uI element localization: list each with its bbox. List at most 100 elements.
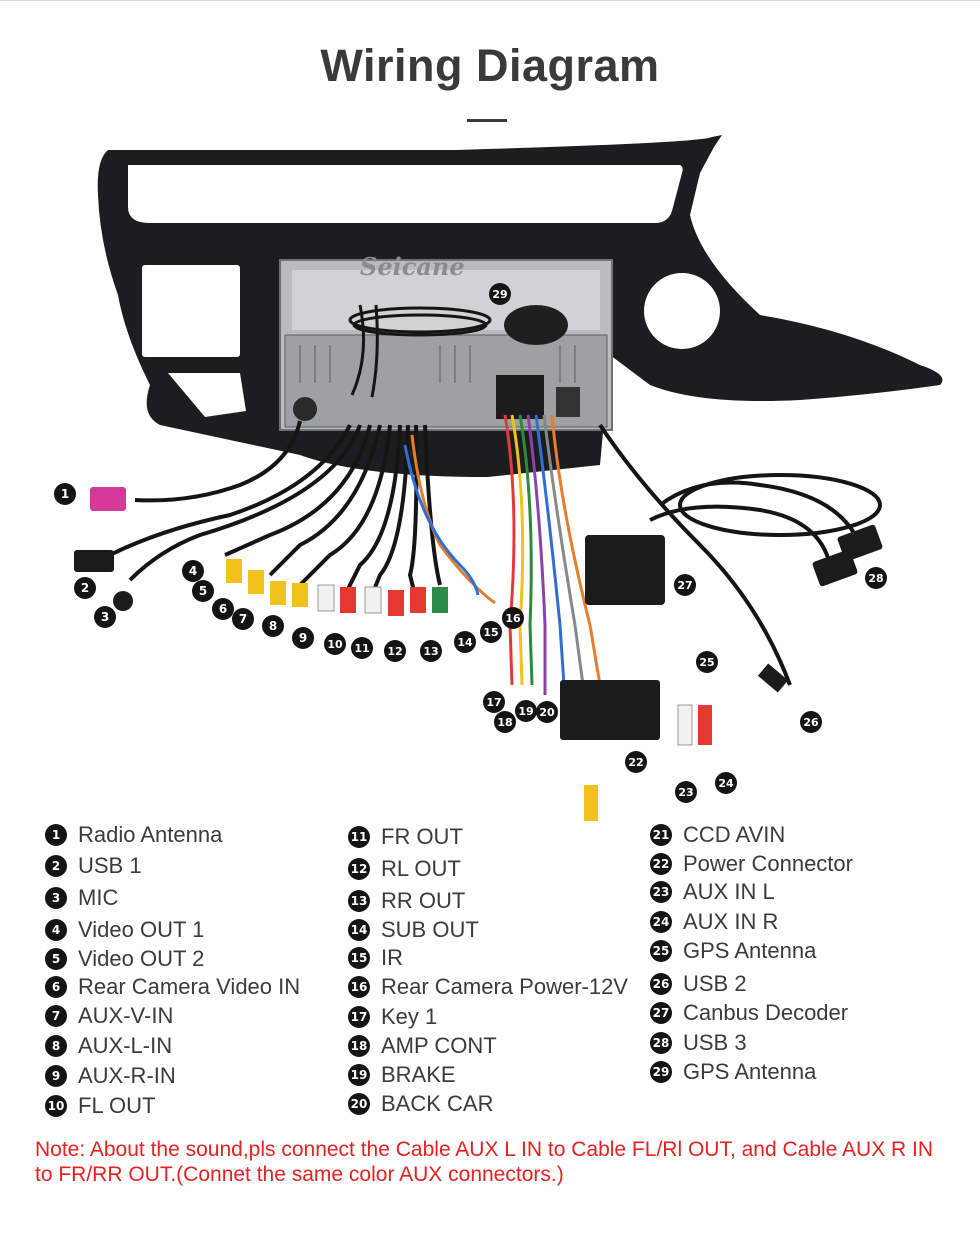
legend-number: 8 <box>45 1035 67 1057</box>
title-underline <box>467 119 507 122</box>
marker-19-badge <box>515 700 537 722</box>
legend-number: 15 <box>348 947 370 969</box>
marker-29-label: 29 <box>492 288 507 301</box>
marker-7: 7 <box>232 608 254 630</box>
marker-17-badge <box>483 691 505 713</box>
marker-9-label: 9 <box>299 631 307 645</box>
marker-11-badge <box>351 637 373 659</box>
marker-22: 22 <box>625 751 647 773</box>
marker-2-label: 2 <box>81 581 89 595</box>
legend-label: IR <box>381 945 403 970</box>
marker-17-label: 17 <box>486 696 501 709</box>
marker-1: 1 <box>54 483 76 505</box>
legend-number: 19 <box>348 1064 370 1086</box>
marker-4-label: 4 <box>189 564 197 578</box>
top-divider <box>0 0 980 1</box>
legend-number: 9 <box>45 1065 67 1087</box>
marker-14-badge <box>454 631 476 653</box>
harness-connector <box>496 375 544 419</box>
marker-10-label: 10 <box>327 638 343 651</box>
legend-label: BRAKE <box>381 1062 456 1087</box>
usb2-plug <box>757 663 789 693</box>
legend-number: 27 <box>650 1002 672 1024</box>
legend-label: USB 2 <box>683 971 747 996</box>
usb3-plug-b <box>812 549 858 587</box>
legend-number: 18 <box>348 1035 370 1057</box>
dash-left-opening <box>142 265 240 357</box>
legend-number: 17 <box>348 1006 370 1028</box>
marker-24-badge <box>715 772 737 794</box>
marker-26: 26 <box>800 711 822 733</box>
legend-label: RL OUT <box>381 856 461 881</box>
legend-number: 3 <box>45 887 67 909</box>
legend-label: USB 3 <box>683 1030 747 1055</box>
marker-5-badge <box>192 580 214 602</box>
legend-label: Radio Antenna <box>78 822 223 847</box>
legend-item-17: 17 Key 1 <box>348 1004 437 1030</box>
marker-4: 4 <box>182 560 204 582</box>
marker-27: 27 <box>674 574 696 596</box>
legend-item-15: 15 IR <box>348 945 403 971</box>
legend-label: BACK CAR <box>381 1091 494 1116</box>
legend-label: USB 1 <box>78 853 142 878</box>
marker-1-badge <box>54 483 76 505</box>
marker-25-label: 25 <box>699 656 714 669</box>
marker-16-label: 16 <box>505 612 521 625</box>
legend-number: 26 <box>650 973 672 995</box>
legend-label: FL OUT <box>78 1093 156 1118</box>
legend-number: 29 <box>650 1061 672 1083</box>
legend-number: 12 <box>348 858 370 880</box>
power-connector-block <box>560 680 660 740</box>
marker-12: 12 <box>384 640 406 662</box>
canbus-decoder-box <box>585 535 665 605</box>
marker-8-badge <box>262 615 284 637</box>
legend-number: 20 <box>348 1093 370 1115</box>
legend-item-27: 27 Canbus Decoder <box>650 1000 848 1026</box>
legend-item-26: 26 USB 2 <box>650 971 747 997</box>
diagram-markers: 1234567891011121314151617181920212223242… <box>54 283 887 803</box>
rca-white-red <box>317 584 448 616</box>
usb1-plug <box>74 550 114 572</box>
marker-2-badge <box>74 577 96 599</box>
legend-label: FR OUT <box>381 824 463 849</box>
radio-antenna-port <box>293 397 317 421</box>
marker-26-badge <box>800 711 822 733</box>
legend-label: GPS Antenna <box>683 938 817 963</box>
marker-22-label: 22 <box>628 756 643 769</box>
marker-15: 15 <box>480 621 502 643</box>
marker-3: 3 <box>94 606 116 628</box>
dash-left-lower-opening <box>168 373 246 417</box>
marker-6: 6 <box>212 598 234 620</box>
legend-label: Key 1 <box>381 1004 438 1029</box>
rca-yellow <box>226 559 308 607</box>
mic-jack <box>113 591 133 611</box>
marker-20: 20 <box>536 701 558 723</box>
marker-6-badge <box>212 598 234 620</box>
marker-29: 29 <box>489 283 511 305</box>
sound-note: Note: About the sound,pls connect the Ca… <box>35 1138 934 1186</box>
marker-14-label: 14 <box>457 636 473 649</box>
radio-antenna-plug <box>90 487 126 511</box>
legend-number: 28 <box>650 1032 672 1054</box>
marker-23-label: 23 <box>678 786 693 799</box>
marker-23: 23 <box>675 781 697 803</box>
legend-label: Canbus Decoder <box>683 1000 849 1025</box>
legend-number: 6 <box>45 976 67 998</box>
sub-out-wire <box>403 444 480 596</box>
legend-item-20: 20 BACK CAR <box>348 1091 493 1117</box>
marker-15-badge <box>480 621 502 643</box>
marker-8-label: 8 <box>269 619 277 633</box>
legend-label: Rear Camera Power-12V <box>381 974 628 999</box>
marker-13-label: 13 <box>423 645 438 658</box>
aux-in-l-plug <box>677 704 693 746</box>
marker-20-label: 20 <box>539 706 555 719</box>
